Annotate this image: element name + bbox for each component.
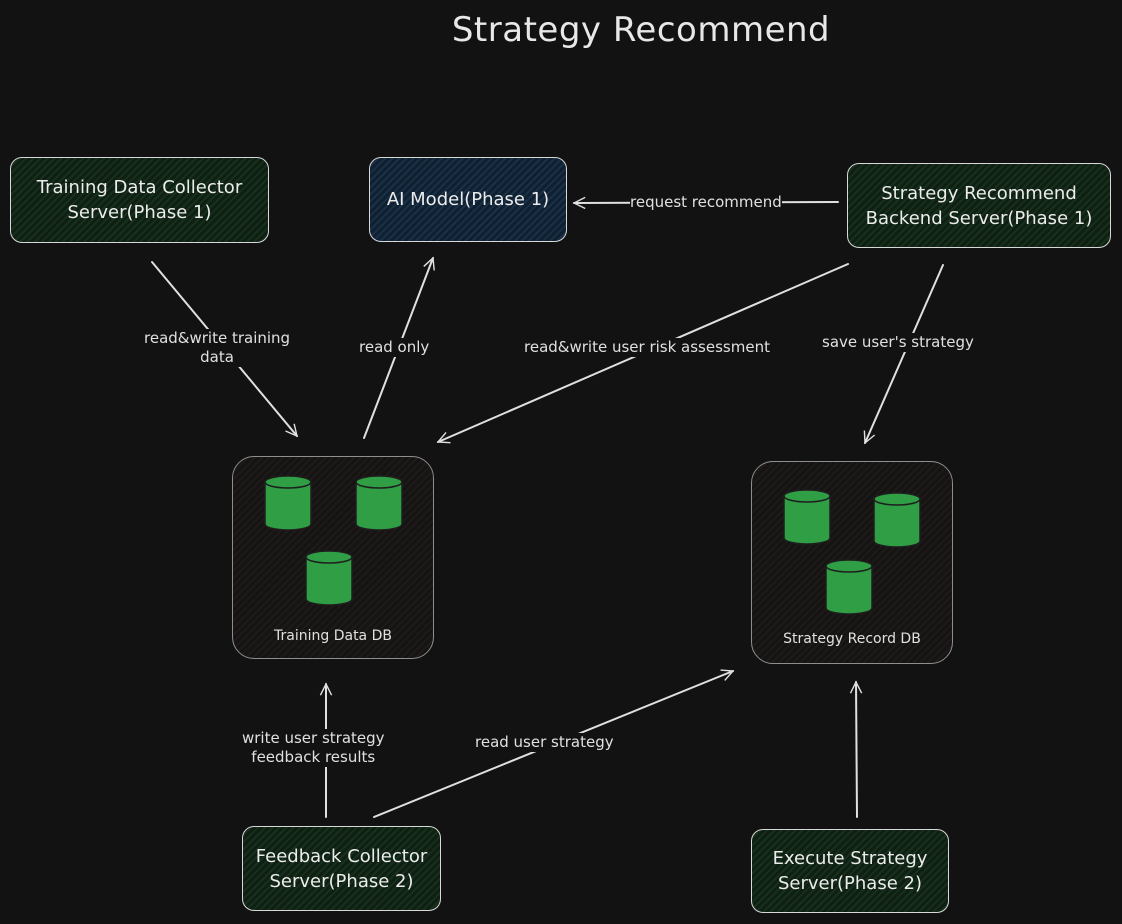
database-cylinder-icon [305,550,353,606]
database-cylinder-icon [873,492,921,548]
training-data-db-label: Training Data DB [274,628,392,644]
strategy-recommend-backend-node: Strategy Recommend Backend Server(Phase … [847,163,1111,248]
edge-label-read-write-training: read&write training data [144,329,291,367]
database-cylinder-icon [825,559,873,615]
database-cylinder-icon [355,475,403,531]
database-cylinder-icon [264,475,312,531]
edge-execute-to-record [856,682,857,818]
database-cylinder-icon [783,489,831,545]
strategy-record-db-label: Strategy Record DB [783,631,921,647]
diagram-title: Strategy Recommend [451,10,831,50]
training-data-collector-node: Training Data Collector Server(Phase 1) [10,157,269,243]
execute-strategy-node: Execute Strategy Server(Phase 2) [751,829,949,913]
feedback-collector-node: Feedback Collector Server(Phase 2) [242,826,441,911]
edge-label-read-write-risk: read&write user risk assessment [524,338,770,357]
edge-label-read-user-strategy: read user strategy [475,733,614,752]
edge-label-read-only: read only [359,338,430,357]
edge-save-strategy [865,264,944,443]
strategy-record-db: Strategy Record DB [751,461,953,664]
training-data-db: Training Data DB [232,456,434,659]
edge-label-write-feedback: write user strategy feedback results [242,729,385,767]
edge-label-request-recommend: request recommend [630,193,782,212]
ai-model-node: AI Model(Phase 1) [369,157,567,242]
edge-label-save-strategy: save user's strategy [822,333,974,352]
